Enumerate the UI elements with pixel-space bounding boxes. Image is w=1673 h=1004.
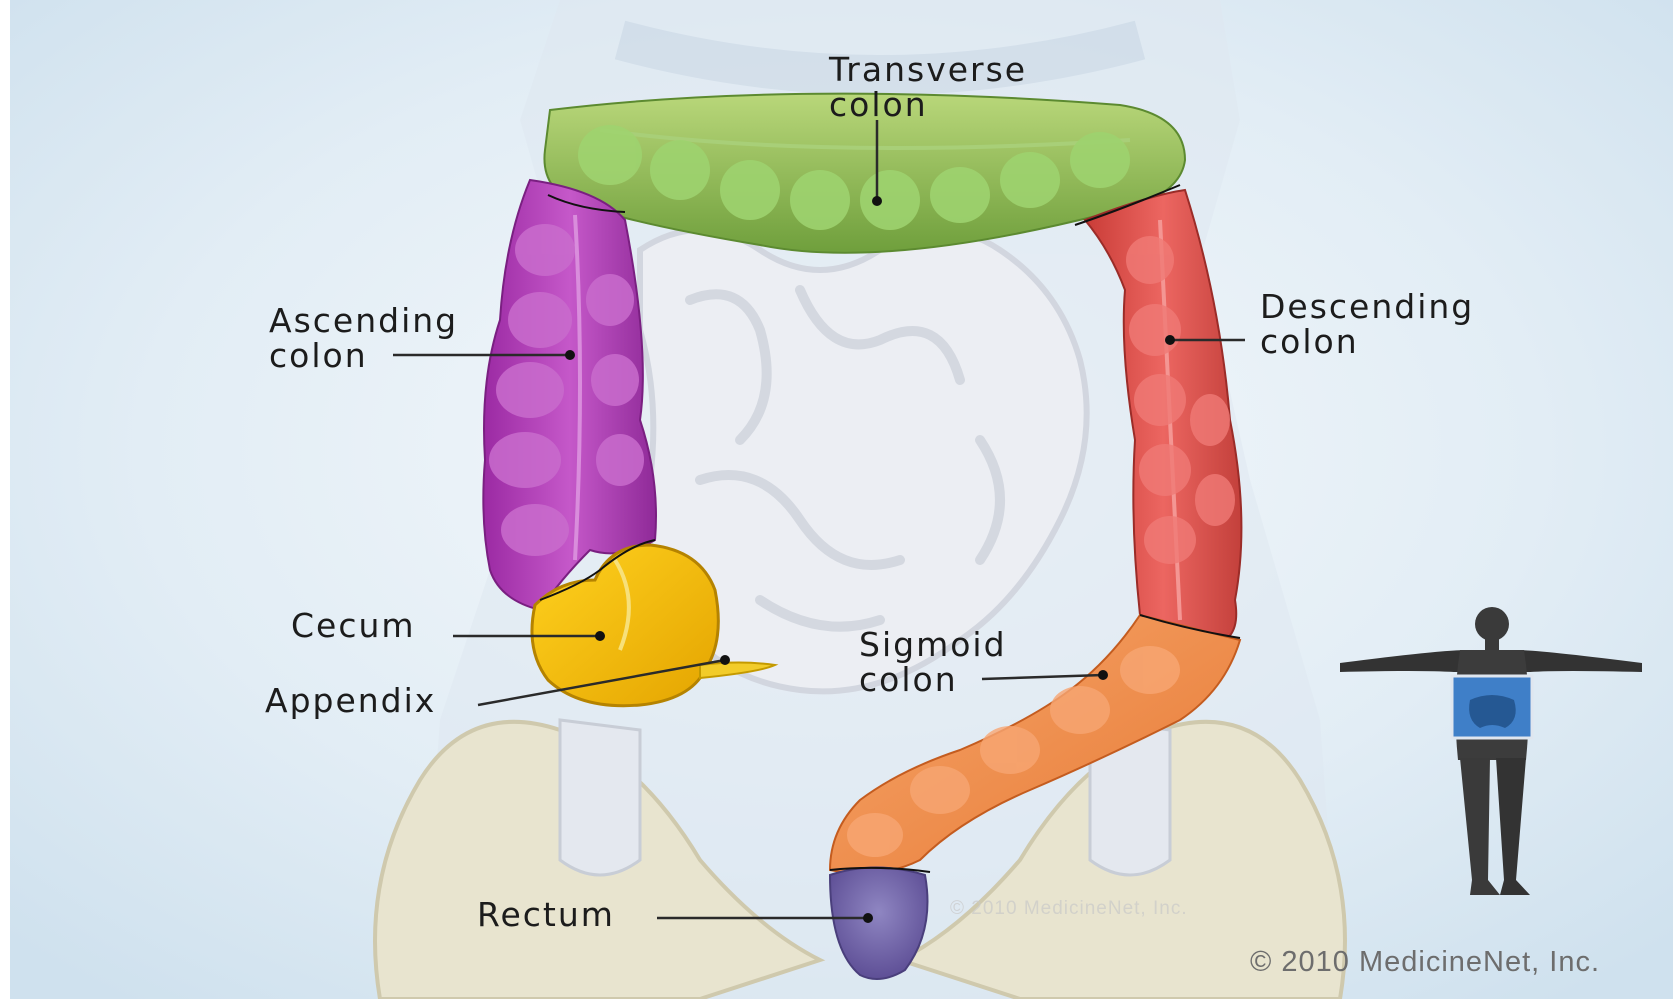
- ascending-label-line1: Ascending: [269, 303, 458, 338]
- transverse-label-line2: colon: [829, 87, 1027, 122]
- sigmoid-label-line1: Sigmoid: [859, 627, 1007, 662]
- descending-label-line1: Descending: [1260, 289, 1474, 324]
- ascending-label-line2: colon: [269, 338, 458, 373]
- appendix-label: Appendix: [265, 683, 436, 718]
- cecum-label: Cecum: [291, 608, 416, 643]
- copyright-text: © 2010 MedicineNet, Inc.: [1250, 946, 1600, 979]
- ascending-colon-shape: [483, 180, 656, 610]
- sigmoid-colon-label: Sigmoid colon: [859, 627, 1007, 697]
- watermark: © 2010 MedicineNet, Inc.: [950, 898, 1188, 920]
- descending-label-line2: colon: [1260, 324, 1474, 359]
- transverse-colon-label: Transverse colon: [829, 52, 1027, 122]
- ascending-colon-label: Ascending colon: [269, 303, 458, 373]
- left-margin: [0, 0, 10, 999]
- descending-colon-label: Descending colon: [1260, 289, 1474, 359]
- rectum-label: Rectum: [477, 897, 615, 932]
- transverse-label-line1: Transverse: [829, 52, 1027, 87]
- sigmoid-label-line2: colon: [859, 662, 1007, 697]
